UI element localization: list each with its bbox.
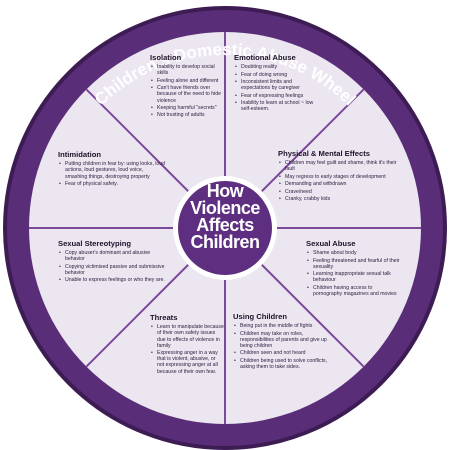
list-item: Fear of doing wrong xyxy=(235,72,322,78)
list-item: Unable to express feelings or who they a… xyxy=(59,277,168,283)
segment-list: Being put in the middle of fights Childr… xyxy=(233,323,331,370)
segment-intimidation: Intimidation Putting children in fear by… xyxy=(58,150,166,188)
list-item: Not trusting of adults xyxy=(151,112,224,118)
segment-title: Sexual Stereotyping xyxy=(58,239,132,248)
segment-physical-mental-effects: Physical & Mental Effects Children may f… xyxy=(278,149,398,204)
segment-divider xyxy=(261,264,365,368)
segment-sexual-abuse: Sexual Abuse Shame about body Feeling th… xyxy=(306,239,402,298)
segment-title: Intimidation xyxy=(58,150,102,159)
segment-list: Copy abuser's dominant and abusive behav… xyxy=(58,250,168,283)
segment-list: Doubting reality Fear of doing wrong Inc… xyxy=(234,64,322,112)
list-item: Feeling alone and different xyxy=(151,78,224,84)
center-line-2: Violence xyxy=(190,198,260,218)
center-line-3: Affects xyxy=(196,215,254,235)
list-item: Feeling threatened and fearful of their … xyxy=(307,258,402,270)
list-item: Children being used to solve conflicts, … xyxy=(234,358,331,370)
list-item: Doubting reality xyxy=(235,64,322,70)
list-item: Children having access to pornography ma… xyxy=(307,285,402,297)
segment-dividers xyxy=(29,32,421,424)
segment-divider xyxy=(85,88,189,192)
segment-list: Learn to manipulate because of their own… xyxy=(150,324,224,374)
segment-title: Physical & Mental Effects xyxy=(278,149,371,158)
list-item: Inability to develop social skills xyxy=(151,64,224,76)
list-item: Keeping harmful "secrets" xyxy=(151,105,224,111)
segment-emotional-abuse: Emotional Abuse Doubting reality Fear of… xyxy=(234,53,322,114)
list-item: Cranky, crabby kids xyxy=(279,196,398,202)
list-item: Learning inappropriate sexual talk behav… xyxy=(307,271,402,283)
segment-threats: Threats Learn to manipulate because of t… xyxy=(150,313,224,376)
center-line-4: Children xyxy=(190,232,260,252)
segment-list: Putting children in fear by: using looks… xyxy=(58,161,166,187)
list-item: Putting children in fear by: using looks… xyxy=(59,161,166,179)
segment-list: Shame about body Feeling threatened and … xyxy=(306,250,402,297)
list-item: Inability to learn at school ~ low self-… xyxy=(235,100,322,112)
segment-title: Threats xyxy=(150,313,178,322)
list-item: Fear of physical safety. xyxy=(59,181,166,187)
list-item: Copying victimised passive and submissiv… xyxy=(59,264,168,276)
center-label: How Violence Affects Children xyxy=(175,181,275,252)
segment-title: Using Children xyxy=(233,312,288,321)
list-item: Copy abuser's dominant and abusive behav… xyxy=(59,250,168,262)
segment-title: Emotional Abuse xyxy=(234,53,296,62)
segment-list: Children may feel guilt and shame, think… xyxy=(278,160,398,202)
list-item: Shame about body xyxy=(307,250,402,256)
list-item: Can't have friends over because of the n… xyxy=(151,85,224,103)
segment-isolation: Isolation Inability to develop social sk… xyxy=(150,53,224,120)
segment-title: Sexual Abuse xyxy=(306,239,356,248)
list-item: Crave/need xyxy=(279,189,398,195)
list-item: Expressing anger in a way that is violen… xyxy=(151,350,224,375)
list-item: Fear of expressing feelings xyxy=(235,93,322,99)
center-hub xyxy=(178,181,272,275)
list-item: Learn to manipulate because of their own… xyxy=(151,324,224,349)
list-item: Children may take on roles, responsibili… xyxy=(234,331,331,349)
center-line-1: How xyxy=(206,181,244,201)
list-item: Demanding and withdrawn xyxy=(279,181,398,187)
list-item: Children seen and not heard xyxy=(234,350,331,356)
list-item: Inconsistent limits and expectations by … xyxy=(235,79,322,91)
segment-list: Inability to develop social skills Feeli… xyxy=(150,64,224,118)
segment-sexual-stereotyping: Sexual Stereotyping Copy abuser's domina… xyxy=(58,239,168,285)
segment-divider xyxy=(85,264,189,368)
list-item: Children may feel guilt and shame, think… xyxy=(279,160,398,172)
list-item: May regress to early stages of developme… xyxy=(279,174,398,180)
segment-title: Isolation xyxy=(150,53,182,62)
segment-using-children: Using Children Being put in the middle o… xyxy=(233,312,331,371)
list-item: Being put in the middle of fights xyxy=(234,323,331,329)
